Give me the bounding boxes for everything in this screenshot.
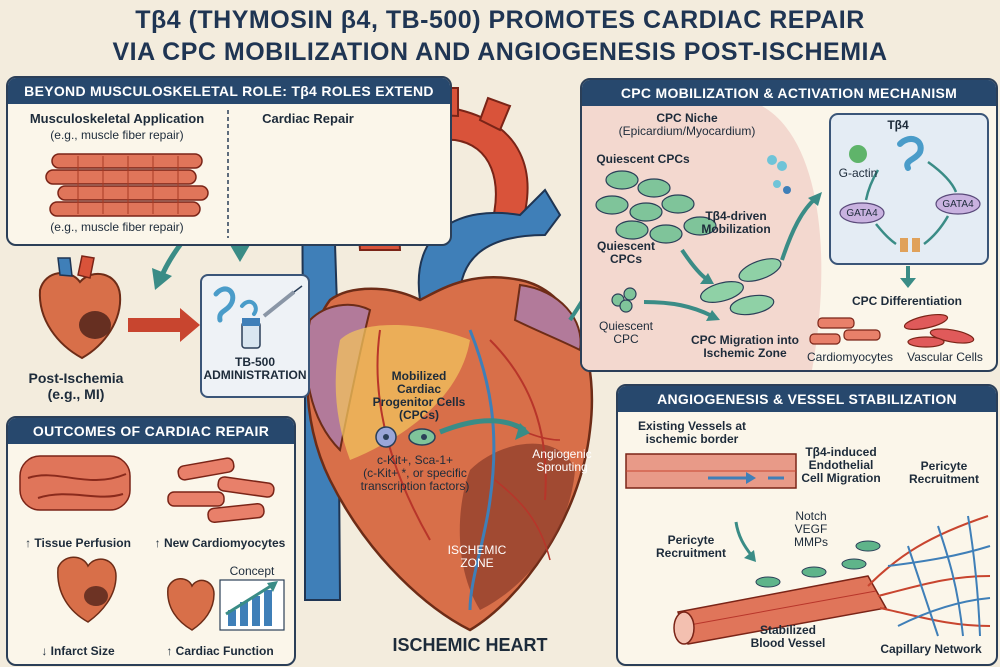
angio-header: ANGIOGENESIS & VESSEL STABILIZATION <box>618 386 996 412</box>
driven-line-1: Tβ4-driven <box>705 209 767 223</box>
ischemic-zone-line-1: ISCHEMIC <box>447 543 507 557</box>
migration-line-2: Ischemic Zone <box>703 346 787 360</box>
cardiac-repair-label: Cardiac Repair <box>262 111 354 126</box>
gata4-right-label: GATA4 <box>942 199 974 210</box>
angiogenic-sprouting-label: Angiogenic Sprouting <box>522 448 602 474</box>
title-line-1: Tβ4 (THYMOSIN β4, TB-500) PROMOTES CARDI… <box>135 6 865 34</box>
mobilized-line-4: (CPCs) <box>398 408 439 422</box>
markers-line-1: c-Kit+, Sca-1+ <box>376 453 454 467</box>
post-ischemia-label: Post-Ischemia (e.g., MI) <box>6 370 146 402</box>
stabilized-line-2: Blood Vessel <box>750 636 826 650</box>
outcome-function: ↑ Cardiac Function <box>166 644 274 658</box>
migration-text-2: Endothelial <box>808 458 874 472</box>
tb500-line2: ADMINISTRATION <box>203 368 307 382</box>
quiescent-mid-label: Quiescent CPCs <box>586 240 666 266</box>
tb4-label: Tβ4 <box>887 118 909 132</box>
msk-eg-bottom: (e.g., muscle fiber repair) <box>50 220 184 234</box>
syringe-vial-icon <box>213 285 303 349</box>
concept-label: Concept <box>229 564 275 578</box>
heart-caption: ISCHEMIC HEART <box>392 635 548 655</box>
migration-line-1: CPC Migration into <box>691 333 799 347</box>
post-ischemia-text: Post-Ischemia <box>28 370 124 386</box>
g-actin-label: G-actin <box>838 166 878 180</box>
cpc-header: CPC MOBILIZATION & ACTIVATION MECHANISM <box>582 80 996 106</box>
msk-title: Musculoskeletal Application <box>29 111 205 126</box>
signal-vegf: VEGF <box>794 522 828 536</box>
beyond-panel: BEYOND MUSCULOSKELETAL ROLE: Tβ4 ROLES E… <box>6 76 452 246</box>
cpc-panel: CPC MOBILIZATION & ACTIVATION MECHANISM <box>580 78 998 372</box>
cpc-differentiation-label: CPC Differentiation <box>851 294 962 308</box>
gata4-left-label: GATA4 <box>846 208 878 219</box>
signal-notch: Notch <box>795 509 827 523</box>
post-ischemia-eg: (e.g., MI) <box>47 386 105 402</box>
ischemic-zone-label: ISCHEMIC ZONE <box>442 544 512 570</box>
pericyte-top-line-2: Recruitment <box>908 472 979 486</box>
existing-vessels-label: Existing Vessels at ischemic border <box>622 420 762 446</box>
quiescent-low-label: Quiescent CPC <box>586 320 666 346</box>
pericyte-top-label: Pericyte Recruitment <box>896 460 992 486</box>
existing-line-1: Existing Vessels at <box>637 419 747 433</box>
mobilized-line-3: Progenitor Cells <box>372 395 466 409</box>
angiogenic-line-2: Sprouting <box>536 460 588 474</box>
muscle-fiber-icon <box>45 110 229 238</box>
stabilized-line-1: Stabilized <box>759 623 816 637</box>
quiescent-low-line-2: CPC <box>613 332 639 346</box>
quiescent-mid-line-2: CPCs <box>609 252 642 266</box>
mobilized-cpc-label: Mobilized Cardiac Progenitor Cells (CPCs… <box>354 370 484 422</box>
outcomes-panel: OUTCOMES OF CARDIAC REPAIR ↑ Tissue Perf… <box>6 416 296 666</box>
outcome-cardiomyocytes: ↑ New Cardiomyocytes <box>154 536 286 550</box>
quiescent-mid-line-1: Quiescent <box>596 239 656 253</box>
pericyte-left-line-1: Pericyte <box>667 533 715 547</box>
quiescent-top-label: Quiescent CPCs <box>596 152 690 166</box>
beyond-header: BEYOND MUSCULOSKELETAL ROLE: Tβ4 ROLES E… <box>8 78 450 104</box>
pericyte-top-line-1: Pericyte <box>920 459 968 473</box>
vascular-cells-label: Vascular Cells <box>907 350 983 364</box>
page-title: Tβ4 (THYMOSIN β4, TB-500) PROMOTES CARDI… <box>0 4 1000 68</box>
driven-line-2: Mobilization <box>701 222 771 236</box>
cardiomyocytes-label: Cardiomyocytes <box>806 350 894 364</box>
pericyte-left-line-2: Recruitment <box>655 546 726 560</box>
markers-line-3: transcription factors) <box>360 479 470 493</box>
outcomes-illustrations <box>19 455 285 631</box>
niche-line-2: (Epicardium/Myocardium) <box>618 124 756 138</box>
tb500-box: TB-500 ADMINISTRATION <box>200 274 310 398</box>
quiescent-low-line-1: Quiescent <box>598 319 654 333</box>
capillary-network-label: Capillary Network <box>880 642 982 656</box>
cpc-markers-label: c-Kit+, Sca-1+ (c-Kit+ *, or specific tr… <box>350 454 480 493</box>
signal-mmps: MMPs <box>794 535 828 549</box>
msk-eg-top: (e.g., muscle fiber repair) <box>50 128 184 142</box>
ischemic-zone-line-2: ZONE <box>460 556 494 570</box>
outcomes-header: OUTCOMES OF CARDIAC REPAIR <box>8 418 294 444</box>
outcome-infarct: ↓ Infarct Size <box>41 644 115 658</box>
tb500-label: TB-500 ADMINISTRATION <box>202 356 308 382</box>
migration-text-3: Cell Migration <box>801 471 881 485</box>
signals-label: Notch VEGF MMPs <box>786 510 836 549</box>
cpc-migration-label: CPC Migration into Ischemic Zone <box>670 334 820 360</box>
cpc-mechanism-illustration <box>582 106 989 370</box>
angio-panel: ANGIOGENESIS & VESSEL STABILIZATION <box>616 384 998 666</box>
angio-illustration <box>625 453 991 645</box>
existing-line-2: ischemic border <box>645 432 739 446</box>
title-line-2: VIA CPC MOBILIZATION AND ANGIOGENESIS PO… <box>112 38 888 66</box>
angiogenic-line-1: Angiogenic <box>532 447 592 461</box>
niche-line-1: CPC Niche <box>656 111 718 125</box>
stabilized-vessel-label: Stabilized Blood Vessel <box>738 624 838 650</box>
tb4-driven-label: Tβ4-driven Mobilization <box>686 210 786 236</box>
mobilized-line-2: Cardiac <box>396 382 442 396</box>
markers-line-2: (c-Kit+ *, or specific <box>363 466 467 480</box>
tb500-line1: TB-500 <box>234 355 275 369</box>
mobilized-line-1: Mobilized <box>391 369 447 383</box>
migration-text-1: Tβ4-induced <box>805 445 877 459</box>
endothelial-migration-label: Tβ4-induced Endothelial Cell Migration <box>786 446 896 485</box>
outcome-perfusion: ↑ Tissue Perfusion <box>25 536 131 550</box>
cpc-niche-label: CPC Niche (Epicardium/Myocardium) <box>612 112 762 138</box>
pericyte-left-label: Pericyte Recruitment <box>646 534 736 560</box>
